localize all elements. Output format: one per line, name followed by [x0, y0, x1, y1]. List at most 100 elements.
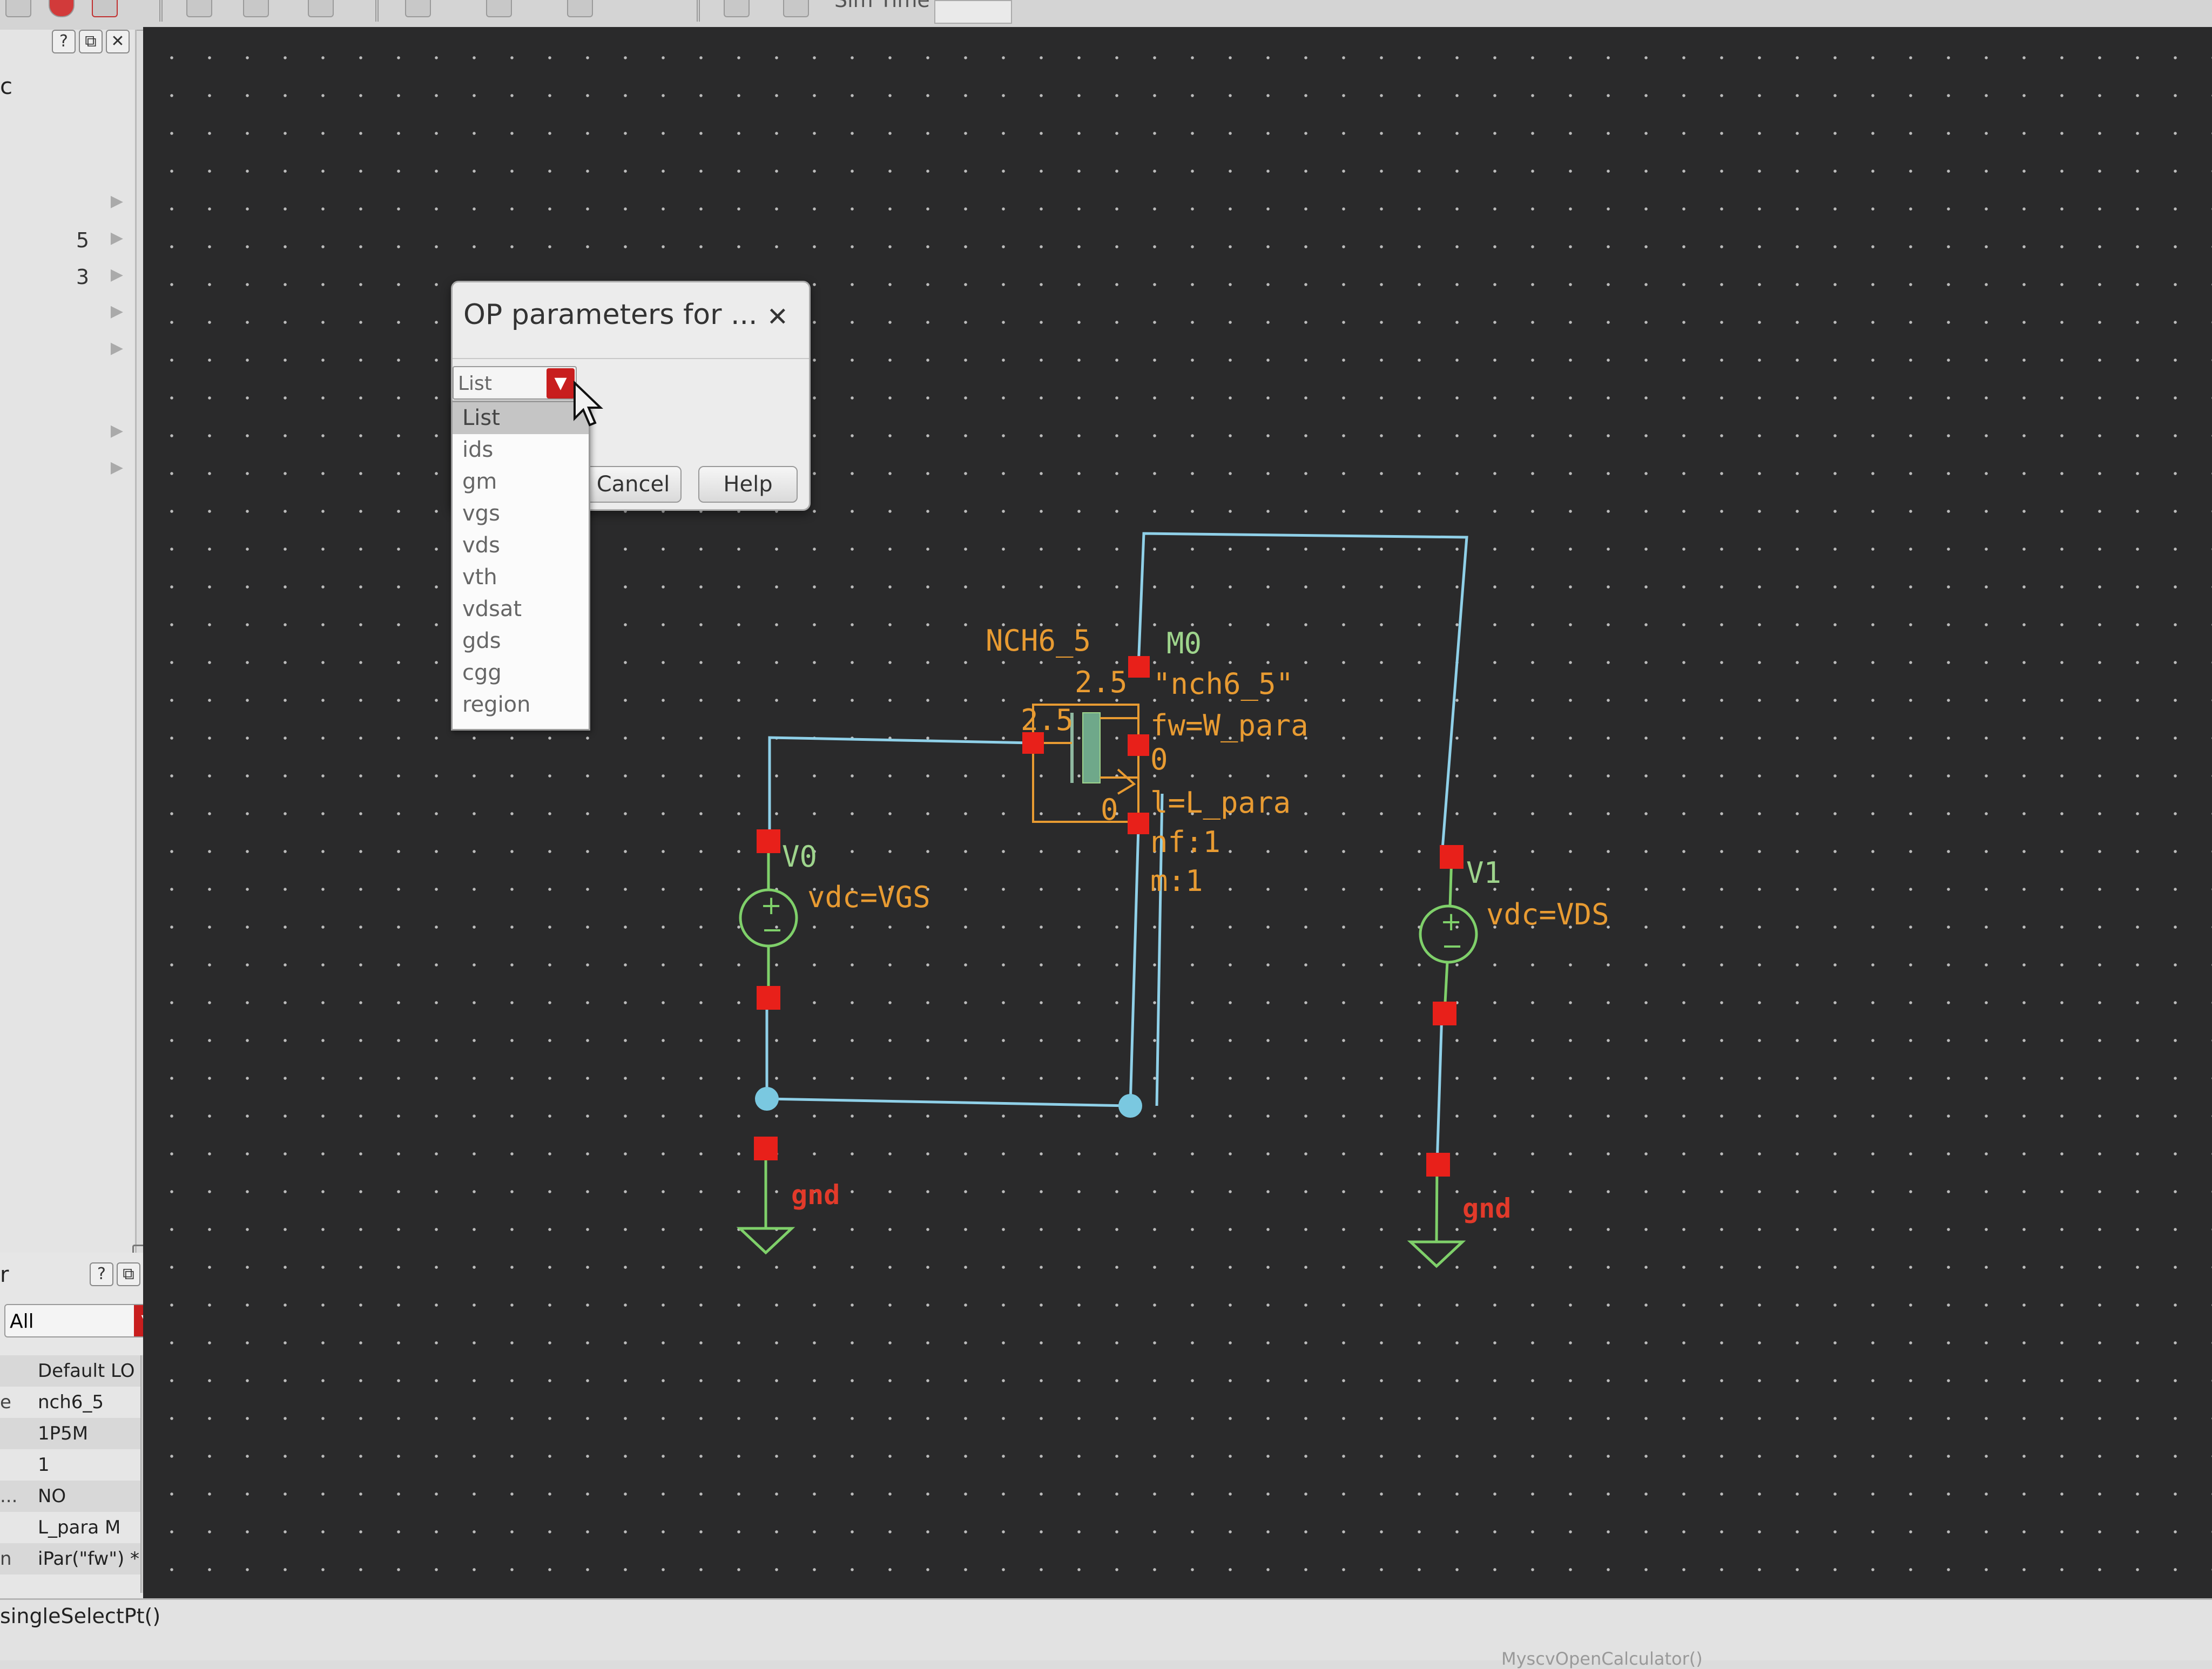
pin-marker[interactable] [1128, 813, 1149, 834]
transistor-arrow-icon [1117, 768, 1136, 795]
transistor-body [1032, 704, 1139, 823]
property-row[interactable]: e nch6_5 [0, 1387, 140, 1418]
tree-row-count: 5 [76, 228, 89, 252]
toolbar-button[interactable] [308, 0, 334, 17]
ground-left-icon [736, 1227, 795, 1255]
wire-ground-left[interactable] [766, 827, 1140, 1107]
property-row[interactable]: 1 [0, 1449, 140, 1481]
property-value: 1 [38, 1454, 50, 1476]
property-row[interactable]: 1P5M [0, 1418, 140, 1449]
ground-right[interactable] [1407, 1164, 1466, 1268]
wire-v1-neg[interactable] [1435, 1012, 1444, 1165]
stop-button[interactable] [49, 0, 75, 17]
pin-marker[interactable] [757, 986, 780, 1010]
drain-pin-label: 2.5 [1075, 665, 1128, 699]
help-icon[interactable]: ? [52, 30, 76, 53]
transistor-bulk-label: 0 [1150, 742, 1168, 776]
transistor-channel [1082, 712, 1101, 783]
toolbar-button[interactable] [5, 0, 31, 17]
toolbar-button[interactable] [486, 0, 512, 17]
close-icon[interactable]: ✕ [106, 30, 130, 53]
transistor-m0[interactable] [1032, 704, 1139, 823]
wire-gate[interactable] [768, 736, 1032, 840]
status-bar: singleSelectPt() MyscvOpenCalculator() [0, 1598, 2212, 1669]
dropdown-option-list[interactable]: List [453, 402, 589, 434]
pin-marker[interactable] [1433, 1002, 1456, 1025]
tree-row[interactable]: 5 ▶ [0, 228, 130, 261]
v1-minus-icon: − [1441, 931, 1463, 961]
expand-arrow-icon[interactable]: ▶ [110, 228, 123, 247]
pin-markers [754, 656, 1464, 1177]
v1-value-label: vdc=VDS [1486, 897, 1609, 931]
tree-row[interactable]: ▶ [0, 421, 130, 454]
toolbar-button[interactable] [92, 0, 118, 17]
toolbar-button[interactable] [724, 0, 750, 17]
dropdown-option-vdsat[interactable]: vdsat [462, 597, 522, 621]
property-row[interactable]: ... NO [0, 1481, 140, 1512]
navigator-panel: ? ⧉ ✕ c ▶ 5 ▶ 3 ▶ ▶ ▶ ▶ ▶ [0, 30, 152, 1269]
ground-left[interactable] [736, 1149, 795, 1255]
help-icon[interactable]: ? [90, 1262, 113, 1286]
toolbar-button[interactable] [783, 0, 809, 17]
pin-marker[interactable] [1426, 1153, 1450, 1177]
property-value: NO [38, 1485, 66, 1507]
pin-marker[interactable] [754, 1137, 778, 1160]
property-row[interactable]: Default LO [0, 1355, 140, 1387]
toolbar-button[interactable] [186, 0, 212, 17]
pin-marker[interactable] [1128, 656, 1150, 678]
dropdown-option-ids[interactable]: ids [462, 437, 494, 462]
tree-row[interactable]: ▶ [0, 339, 130, 371]
property-value: nch6_5 [38, 1391, 104, 1413]
wire-drain[interactable] [1137, 532, 1468, 856]
chevron-down-icon[interactable]: ▼ [547, 368, 575, 398]
float-icon[interactable]: ⧉ [117, 1262, 140, 1286]
property-value: iPar("fw") * [38, 1548, 140, 1570]
transistor-cell-label: NCH6_5 [986, 624, 1091, 658]
toolbar-separator [697, 0, 700, 22]
help-button[interactable]: Help [698, 466, 798, 503]
schematic-canvas[interactable] [143, 27, 2212, 1604]
v0-plus-icon: + [760, 890, 782, 921]
property-key: ... [0, 1485, 18, 1507]
op-parameter-dropdown: List ids gm vgs vds vth vdsat gds cgg re… [451, 401, 590, 731]
close-icon[interactable]: ✕ [766, 302, 788, 332]
transistor-model-label: "nch6_5" [1153, 667, 1293, 701]
dropdown-option-vds[interactable]: vds [462, 533, 500, 558]
toolbar-button[interactable] [243, 0, 269, 17]
expand-arrow-icon[interactable]: ▶ [110, 192, 123, 211]
op-parameter-select[interactable]: List ▼ [453, 366, 577, 400]
dropdown-option-region[interactable]: region [462, 692, 531, 717]
pin-marker[interactable] [1128, 734, 1149, 756]
property-row[interactable]: L_para M [0, 1512, 140, 1543]
toolbar-button[interactable] [405, 0, 431, 17]
junction-dot [755, 1087, 779, 1111]
expand-arrow-icon[interactable]: ▶ [110, 458, 123, 477]
toolbar-button[interactable] [567, 0, 593, 17]
dropdown-option-cgg[interactable]: cgg [462, 660, 502, 685]
sim-time-field[interactable] [934, 0, 1012, 24]
dropdown-option-gds[interactable]: gds [462, 629, 501, 653]
pin-marker[interactable] [1440, 845, 1464, 869]
expand-arrow-icon[interactable]: ▶ [110, 421, 123, 440]
status-right-text: MyscvOpenCalculator() [1501, 1648, 1703, 1669]
cancel-button[interactable]: Cancel [585, 466, 682, 503]
dropdown-option-vgs[interactable]: vgs [462, 501, 500, 526]
float-icon[interactable]: ⧉ [79, 30, 103, 53]
wire-source[interactable] [1155, 793, 1164, 1106]
tree-row[interactable]: ▶ [0, 192, 130, 224]
tree-row[interactable]: 3 ▶ [0, 265, 130, 298]
tree-row[interactable]: ▶ [0, 302, 130, 334]
expand-arrow-icon[interactable]: ▶ [110, 265, 123, 284]
tree-row[interactable]: ▶ [0, 458, 130, 490]
v0-name-label: V0 [782, 840, 817, 874]
dropdown-option-vth[interactable]: vth [462, 565, 497, 590]
property-row[interactable]: n iPar("fw") * [0, 1543, 140, 1575]
pin-marker[interactable] [1022, 732, 1044, 754]
expand-arrow-icon[interactable]: ▶ [110, 339, 123, 357]
expand-arrow-icon[interactable]: ▶ [110, 302, 123, 321]
panel-title: c [0, 73, 13, 99]
pin-marker[interactable] [757, 829, 780, 853]
dropdown-option-gm[interactable]: gm [462, 469, 497, 494]
voltage-source-v1[interactable]: + − [1419, 855, 1478, 1013]
